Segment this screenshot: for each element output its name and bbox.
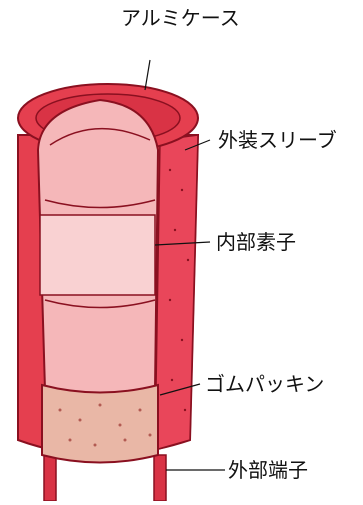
label-external-terminal: 外部端子	[228, 458, 308, 482]
terminal-right	[44, 455, 56, 501]
label-inner-element: 内部素子	[216, 230, 296, 254]
terminal-left	[154, 455, 166, 501]
label-rubber-packing: ゴムパッキン	[205, 372, 324, 396]
inner-element-highlight	[40, 215, 155, 295]
label-aluminum-case: アルミケース	[121, 6, 240, 30]
outer-sleeve-strip	[155, 135, 198, 450]
leader-line-case	[145, 60, 150, 90]
rubber-packing	[42, 385, 158, 463]
label-outer-sleeve: 外装スリーブ	[218, 128, 337, 152]
